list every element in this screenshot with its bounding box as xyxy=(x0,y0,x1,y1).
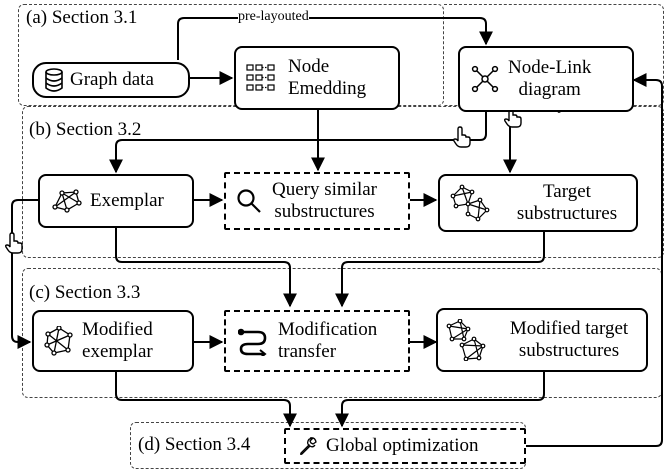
node-embedding-line1: Node xyxy=(288,56,330,77)
section-d-label: (d) Section 3.4 xyxy=(136,434,253,456)
exemplar-node: Exemplar xyxy=(38,174,194,228)
modified-target-line2: substructures xyxy=(518,340,620,361)
modification-transfer-line2: transfer xyxy=(278,341,337,362)
modified-exemplar-node: Modified exemplar xyxy=(32,310,194,372)
graph-icon xyxy=(52,189,82,213)
hand-cursor-icon xyxy=(4,232,23,254)
node-link-line1: Node-Link xyxy=(508,57,592,78)
arrow-modified-to-global xyxy=(115,372,297,428)
target-line1: Target xyxy=(543,181,591,202)
arrow-pre-layouted xyxy=(177,17,493,60)
section-a-label: (a) Section 3.1 xyxy=(24,7,140,29)
graph-icon xyxy=(44,326,74,356)
query-line1: Query similar xyxy=(272,179,378,200)
graphs-icon xyxy=(446,319,486,361)
arrow-exemplar-to-transfer xyxy=(115,228,297,308)
arrow-nodelink-to-exemplar xyxy=(109,112,487,174)
pre-layouted-label: pre-layouted xyxy=(238,9,309,25)
node-link-node: Node-Link diagram xyxy=(458,46,634,112)
embedding-grid-icon xyxy=(246,63,280,93)
transfer-icon xyxy=(238,326,268,356)
query-line2: substructures xyxy=(274,201,375,222)
modification-transfer-node: Modification transfer xyxy=(224,310,410,372)
target-line2: substructures xyxy=(516,203,618,224)
database-icon xyxy=(44,68,64,92)
modification-transfer-line1: Modification xyxy=(278,319,378,340)
node-embedding-node: Node Emedding xyxy=(234,46,400,110)
section-b-label: (b) Section 3.2 xyxy=(27,119,144,141)
arrow-exemplar-to-modified xyxy=(11,199,38,349)
exemplar-label: Exemplar xyxy=(90,190,164,211)
wrench-icon xyxy=(298,436,318,456)
network-icon xyxy=(470,64,500,94)
modified-exemplar-line1: Modified xyxy=(82,319,153,340)
node-embedding-line2: Emedding xyxy=(288,78,367,99)
arrow-feedback-to-nodelink xyxy=(526,73,663,447)
graphs-icon xyxy=(450,184,490,222)
query-node: Query similar substructures xyxy=(224,172,410,230)
modified-target-node: Modified target substructures xyxy=(436,308,648,372)
section-a-region xyxy=(18,4,444,106)
section-c-label: (c) Section 3.3 xyxy=(27,282,143,304)
graph-data-label: Graph data xyxy=(70,69,154,90)
global-optimization-node: Global optimization xyxy=(284,428,526,464)
modified-exemplar-line2: exemplar xyxy=(82,341,153,362)
modified-target-line1: Modified target xyxy=(509,318,629,339)
arrow-target-to-transfer xyxy=(335,230,545,308)
global-optimization-label: Global optimization xyxy=(326,435,479,456)
arrow-modified-target-to-global xyxy=(335,372,545,428)
hand-cursor-icon xyxy=(452,126,471,148)
search-icon xyxy=(236,188,262,214)
graph-data-node: Graph data xyxy=(32,62,190,98)
target-node: Target substructures xyxy=(438,174,638,232)
node-link-line2: diagram xyxy=(518,79,581,100)
